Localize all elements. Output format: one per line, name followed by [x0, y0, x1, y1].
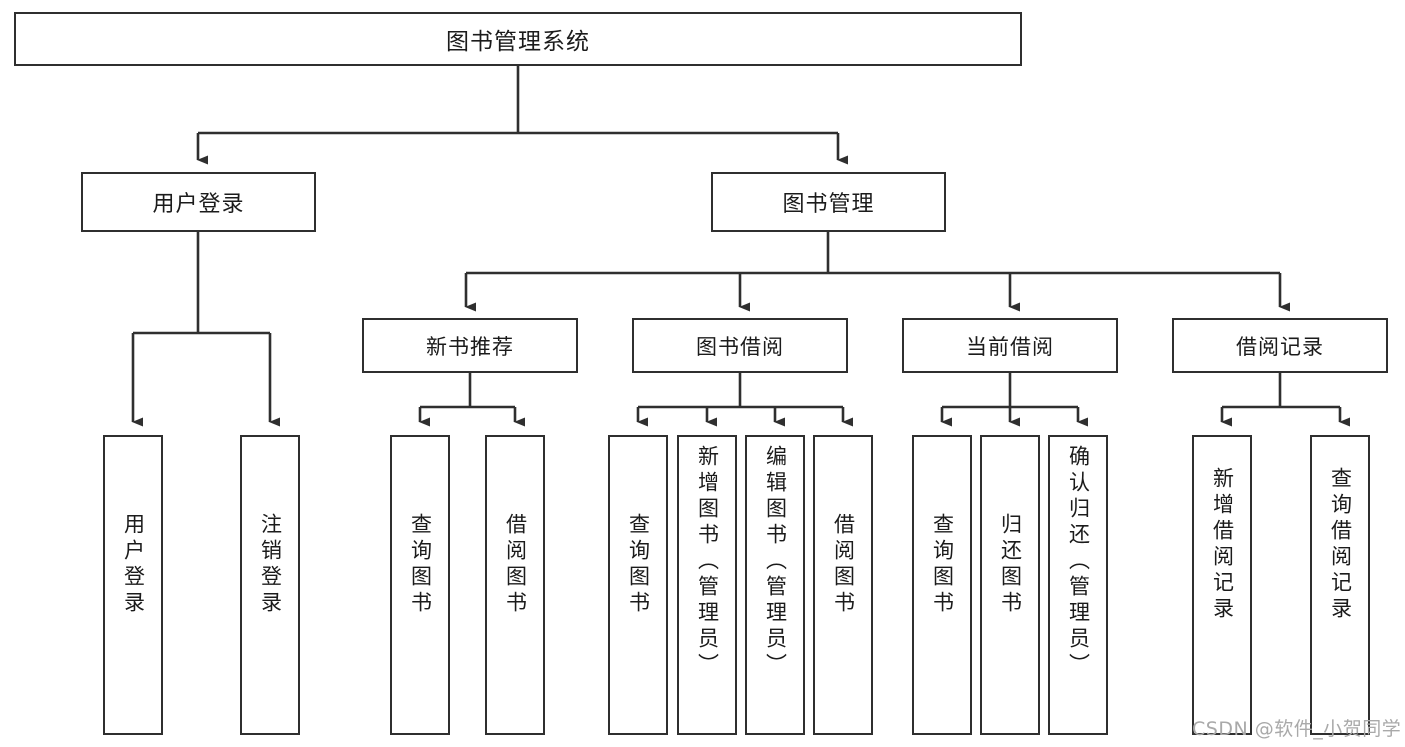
node-label: 借阅图书 [503, 513, 528, 617]
node-book-borrow[interactable]: 图书借阅 [632, 318, 848, 373]
node-current-borrow[interactable]: 当前借阅 [902, 318, 1118, 373]
node-new-book-recommend[interactable]: 新书推荐 [362, 318, 578, 373]
node-borrow-record[interactable]: 借阅记录 [1172, 318, 1388, 373]
leaf-borrow-book[interactable]: 借阅图书 [813, 435, 873, 735]
leaf-user-login[interactable]: 用户登录 [103, 435, 163, 735]
node-label: 新增借阅记录 [1210, 467, 1235, 623]
node-label: 新增图书（管理员） [695, 445, 720, 679]
node-label: 图书管理系统 [446, 29, 590, 55]
leaf-add-borrow-record[interactable]: 新增借阅记录 [1192, 435, 1252, 735]
node-label: 借阅图书 [831, 513, 856, 617]
node-user-login[interactable]: 用户登录 [81, 172, 316, 232]
node-label: 注销登录 [258, 513, 283, 617]
leaf-return-book[interactable]: 归还图书 [980, 435, 1040, 735]
node-label: 借阅记录 [1236, 334, 1324, 359]
node-label: 用户登录 [121, 513, 146, 617]
leaf-query-borrow-record[interactable]: 查询借阅记录 [1310, 435, 1370, 735]
leaf-query-book-recommend[interactable]: 查询图书 [390, 435, 450, 735]
node-book-management[interactable]: 图书管理 [711, 172, 946, 232]
node-label: 当前借阅 [966, 334, 1054, 359]
node-label: 确认归还（管理员） [1066, 445, 1091, 679]
leaf-add-book-admin[interactable]: 新增图书（管理员） [677, 435, 737, 735]
leaf-confirm-return-admin[interactable]: 确认归还（管理员） [1048, 435, 1108, 735]
node-label: 归还图书 [998, 513, 1023, 617]
node-label: 图书管理 [782, 192, 875, 217]
node-label: 编辑图书（管理员） [763, 445, 788, 679]
leaf-query-book-borrow[interactable]: 查询图书 [608, 435, 668, 735]
node-label: 查询图书 [930, 513, 955, 617]
csdn-watermark: CSDN @软件_小贺同学 [1192, 718, 1402, 740]
node-label: 图书借阅 [696, 334, 784, 359]
node-label: 查询图书 [408, 513, 433, 617]
leaf-query-book-current[interactable]: 查询图书 [912, 435, 972, 735]
node-label: 用户登录 [152, 192, 245, 217]
node-label: 查询借阅记录 [1328, 467, 1353, 623]
node-root-system[interactable]: 图书管理系统 [14, 12, 1022, 66]
leaf-edit-book-admin[interactable]: 编辑图书（管理员） [745, 435, 805, 735]
leaf-borrow-book-recommend[interactable]: 借阅图书 [485, 435, 545, 735]
node-label: 新书推荐 [426, 334, 514, 359]
node-label: 查询图书 [626, 513, 651, 617]
leaf-logout[interactable]: 注销登录 [240, 435, 300, 735]
